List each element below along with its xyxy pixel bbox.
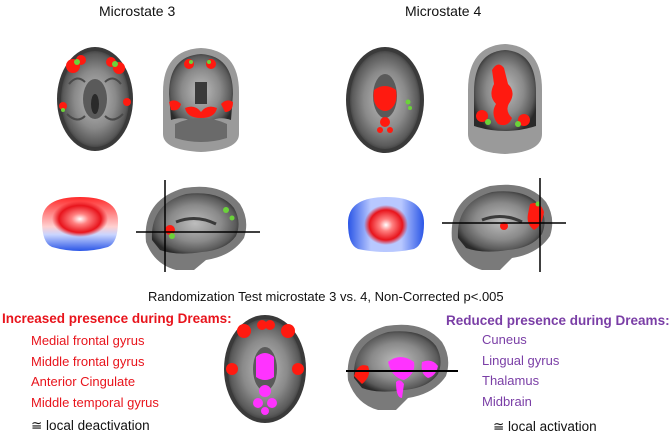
randomization-test-title: Randomization Test microstate 3 vs. 4, N… <box>148 289 504 304</box>
test-sagittal-scan <box>338 318 462 412</box>
ms3-coronal-scan <box>155 42 247 154</box>
reduced-regions-list: Cuneus Lingual gyrus Thalamus Midbrain <box>482 330 559 412</box>
test-axial-scan <box>222 313 308 425</box>
list-item: Thalamus <box>482 373 540 388</box>
list-item: Midbrain <box>482 393 532 409</box>
brain-coronal-scan-icon <box>468 44 542 154</box>
eeg-topography-map-icon <box>348 197 424 252</box>
ms3-axial-scan <box>55 44 135 154</box>
eeg-topography-map-icon <box>42 197 118 251</box>
microstate-3-title: Microstate 3 <box>99 3 176 19</box>
local-activation-note: ≅ local activation <box>493 419 597 434</box>
reduced-presence-heading: Reduced presence during Dreams: <box>446 313 669 328</box>
list-item: Middle frontal gyrus <box>31 353 145 369</box>
microstate-4-title: Microstate 4 <box>405 3 482 19</box>
ms4-axial-scan <box>344 44 426 156</box>
ms4-topomap <box>344 193 428 255</box>
brain-sagittal-scan-icon <box>442 178 566 272</box>
ms4-sagittal-scan <box>442 178 566 272</box>
increased-regions-list: Medial frontal gyrus Middle frontal gyru… <box>31 331 159 413</box>
list-item: Medial frontal gyrus <box>31 333 145 348</box>
ms4-coronal-scan <box>458 40 552 156</box>
brain-sagittal-scan-icon <box>136 180 260 272</box>
brain-axial-scan-icon <box>346 47 424 153</box>
list-item: Anterior Cingulate <box>31 374 136 389</box>
ms3-sagittal-scan <box>136 180 260 272</box>
brain-axial-scan-icon <box>224 315 306 423</box>
increased-presence-heading: Increased presence during Dreams: <box>2 311 232 326</box>
local-deactivation-note: ≅ local deactivation <box>31 418 150 433</box>
brain-axial-scan-icon <box>57 47 133 151</box>
list-item: Middle temporal gyrus <box>31 394 159 410</box>
brain-sagittal-scan-icon <box>346 324 458 410</box>
brain-coronal-scan-icon <box>163 48 239 152</box>
list-item: Cuneus <box>482 332 527 347</box>
ms3-topomap <box>38 193 122 255</box>
list-item: Lingual gyrus <box>482 352 560 368</box>
